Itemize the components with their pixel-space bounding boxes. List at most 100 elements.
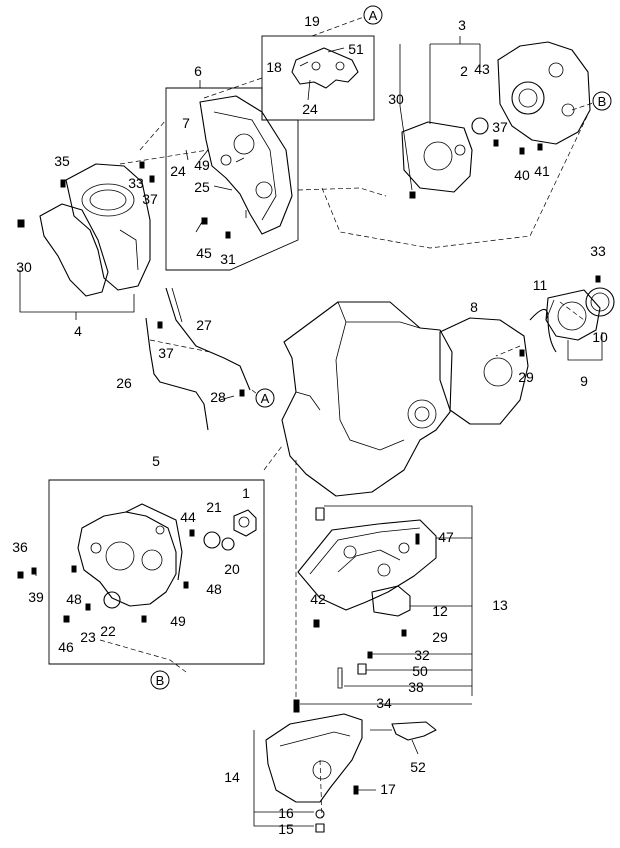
callout-29: 29: [518, 369, 534, 385]
timing-cover-group-frame-6: [165, 87, 299, 271]
callout-42: 42: [310, 591, 326, 607]
callout-7: 7: [182, 115, 190, 131]
callout-46: 46: [58, 639, 74, 655]
part-drawings: [39, 41, 615, 833]
bolt-48b: [183, 581, 189, 589]
callout-36: 36: [12, 539, 28, 555]
bolt-42: [313, 619, 320, 628]
bolt-23: [85, 603, 91, 611]
bolt-36: [17, 571, 24, 579]
callout-41: 41: [534, 163, 550, 179]
gasket-11: [529, 308, 557, 353]
callout-50: 50: [412, 663, 428, 679]
callout-16: 16: [278, 805, 294, 821]
bolt-49b: [141, 615, 147, 623]
bolt-30b: [409, 191, 416, 199]
callout-labels: 19 51 18 24 6 7 24 49 25 45 31 35 33 37 …: [12, 13, 608, 837]
timing-cover-front-4: [65, 163, 151, 291]
bracket-group-frame-19: [261, 35, 375, 121]
callout-30: 30: [16, 259, 32, 275]
bolt-30a: [17, 219, 25, 228]
callout-10: 10: [592, 329, 608, 345]
callout-39: 39: [28, 589, 44, 605]
dash-line-oilpump-B: [99, 639, 187, 673]
dash-line-19-A: [311, 13, 373, 37]
bolt-37a: [149, 175, 155, 183]
callout-51: 51: [348, 41, 364, 57]
oil-pump-housing: [77, 511, 177, 607]
svg-text:A: A: [369, 8, 378, 23]
bolt-34: [293, 699, 300, 713]
callout-33: 33: [128, 175, 144, 191]
callout-37: 37: [158, 345, 174, 361]
rear-housing-3: [497, 41, 591, 145]
timing-cover-upper-6: [199, 95, 293, 235]
callout-48: 48: [66, 591, 82, 607]
callout-3: 3: [458, 17, 466, 33]
callout-32: 32: [414, 647, 430, 663]
callout-27: 27: [196, 317, 212, 333]
callout-43: 43: [474, 61, 490, 77]
bolt-17: [353, 785, 359, 795]
callout-52: 52: [410, 759, 426, 775]
callout-34: 34: [376, 695, 392, 711]
callout-24: 24: [170, 163, 186, 179]
bolt-48a: [71, 565, 77, 573]
oil-pan-upper-13: [297, 519, 437, 611]
callout-37: 37: [142, 191, 158, 207]
reference-markers: A B A B: [150, 5, 612, 690]
pin-47: [415, 533, 420, 545]
pulley-21: [203, 531, 221, 549]
dash-line-oilpump-block: [263, 445, 283, 471]
callout-38: 38: [408, 679, 424, 695]
drain-plug-15: [315, 823, 325, 833]
callout-11: 11: [533, 277, 548, 293]
dash-line-rear-housing: [297, 187, 387, 197]
bolt-46: [63, 615, 70, 623]
oil-seal-9: [585, 287, 615, 317]
callout-49: 49: [194, 157, 210, 173]
seal-2: [471, 117, 489, 135]
engine-block: [281, 301, 453, 497]
reference-marker-A-top: A: [363, 5, 383, 25]
gear-22: [103, 591, 121, 609]
pump-part-1: [233, 509, 257, 537]
callout-30: 30: [388, 91, 404, 107]
bracket-19: [291, 47, 359, 89]
bolt-45: [201, 217, 208, 225]
callout-19: 19: [304, 13, 320, 29]
dash-line-top-2: [203, 77, 263, 99]
rear-plate-30: [401, 121, 473, 193]
callout-28: 28: [210, 389, 226, 405]
dipstick-guide-27: [165, 287, 251, 391]
water-pump-group-frame-5: [48, 479, 265, 665]
reference-marker-B-bottom: B: [150, 670, 170, 690]
bolt-32: [367, 651, 373, 659]
callout-1: 1: [242, 485, 250, 501]
callout-13: 13: [492, 597, 508, 613]
callout-45: 45: [196, 245, 212, 261]
bolt-39: [31, 567, 37, 575]
dash-line-seal: [495, 345, 521, 357]
reference-marker-A-mid: A: [255, 388, 275, 408]
callout-31: 31: [220, 251, 236, 267]
callout-8: 8: [470, 299, 478, 315]
dashed-connection-lines: [99, 13, 597, 819]
callout-2: 2: [460, 63, 468, 79]
callout-12: 12: [432, 603, 448, 619]
svg-text:B: B: [156, 673, 165, 688]
dipstick-26: [145, 317, 209, 431]
callout-15: 15: [278, 821, 294, 837]
callout-47: 47: [438, 529, 454, 545]
baffle-12: [371, 585, 411, 617]
dash-line-seal2: [559, 301, 585, 321]
gear-20: [221, 537, 235, 551]
callout-23: 23: [80, 629, 96, 645]
callout-37: 37: [492, 119, 508, 135]
oil-strainer-52: [391, 721, 437, 741]
callout-4: 4: [74, 323, 82, 339]
rear-plate-8: [439, 317, 529, 425]
bolt-33b: [595, 275, 601, 283]
callout-18: 18: [266, 59, 282, 75]
